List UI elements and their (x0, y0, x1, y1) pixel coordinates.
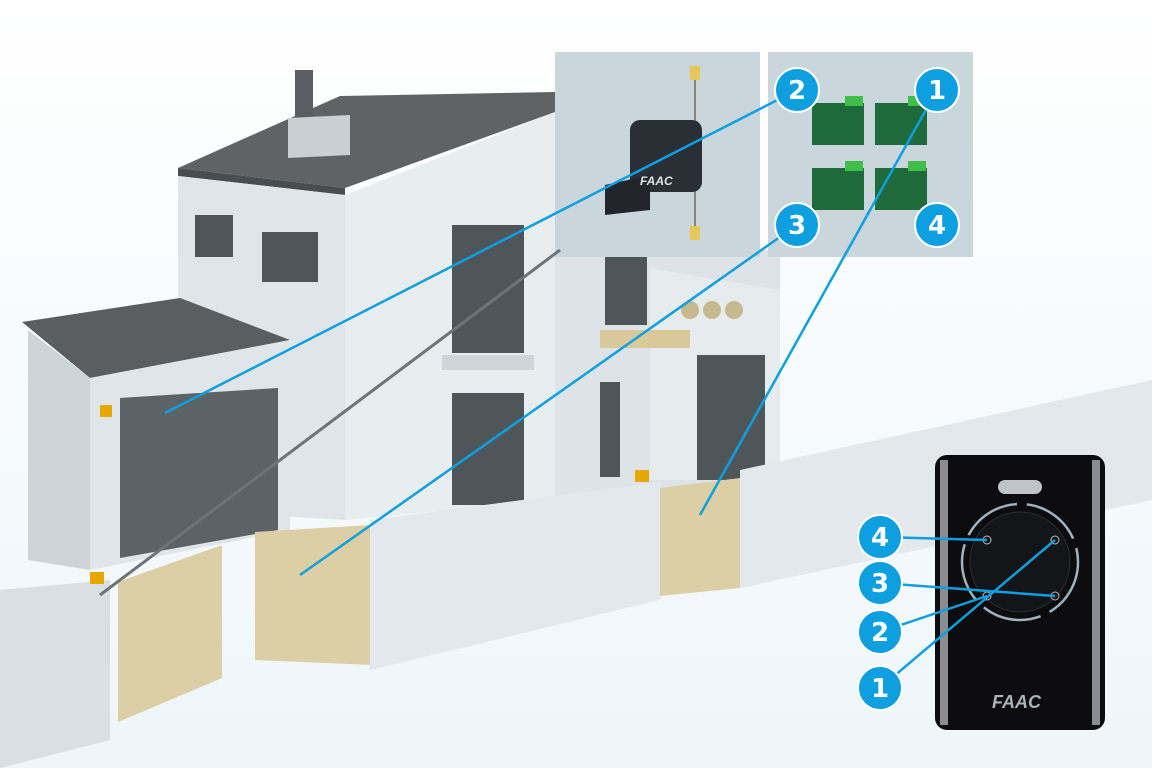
callouts: 2 1 3 4 4 3 2 1 (774, 67, 960, 711)
svg-text:2: 2 (788, 76, 806, 106)
callout-4-receiver: 4 (914, 202, 960, 248)
walls-and-gates (0, 380, 1152, 768)
svg-text:3: 3 (788, 211, 806, 241)
svg-text:2: 2 (871, 618, 889, 648)
motor-pointer-line (99, 248, 561, 597)
svg-text:3: 3 (871, 569, 889, 599)
callout-2-motor: 2 (774, 67, 820, 113)
garage-door (120, 388, 278, 558)
receiver-board (875, 168, 927, 210)
flashing-light (100, 405, 112, 417)
remote-callout-2: 2 (857, 609, 903, 655)
remote-callout-3: 3 (857, 560, 903, 606)
remote-callout-1: 1 (857, 665, 903, 711)
callout-3-receiver: 3 (774, 202, 820, 248)
svg-text:4: 4 (871, 523, 889, 553)
remote-callout-4: 4 (857, 514, 903, 560)
receiver-board (812, 103, 864, 145)
motor-brand-logo: FAAC (640, 174, 673, 188)
sliding-gate (660, 478, 740, 596)
house (22, 70, 780, 570)
callout-1-receiver: 1 (914, 67, 960, 113)
svg-text:4: 4 (928, 211, 946, 241)
svg-text:1: 1 (928, 76, 946, 106)
swing-gate-right (255, 525, 372, 665)
callout-lines (164, 88, 1056, 689)
svg-text:1: 1 (871, 674, 889, 704)
remote-brand-logo: FAAC (992, 692, 1042, 712)
receiver-board (812, 168, 864, 210)
motor-inset: FAAC (555, 52, 760, 257)
swing-gate-left (118, 545, 222, 722)
